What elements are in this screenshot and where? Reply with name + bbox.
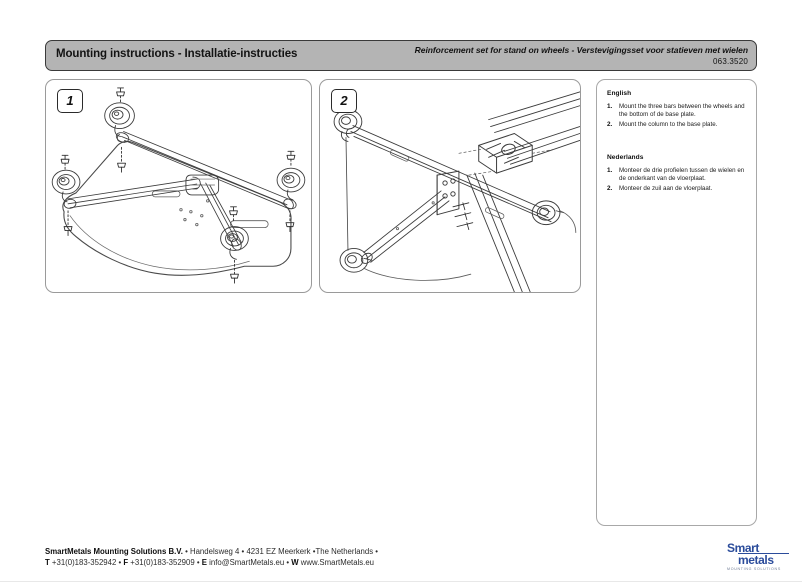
company-name: SmartMetals Mounting Solutions B.V.: [45, 547, 183, 556]
instructions-panel: English 1. Mount the three bars between …: [596, 79, 757, 526]
product-subtitle: Reinforcement set for stand on wheels - …: [414, 45, 748, 55]
instruction-item: 1. Monteer de drie profielen tussen de w…: [607, 167, 749, 183]
header-bar: Mounting instructions - Installatie-inst…: [45, 40, 757, 71]
web-label: W: [291, 558, 299, 567]
instructions-dutch: Nederlands 1. Monteer de drie profielen …: [607, 154, 749, 196]
logo-word-metals: metals: [738, 553, 789, 566]
fax-number: +31(0)183-352909 •: [128, 558, 202, 567]
page-title: Mounting instructions - Installatie-inst…: [56, 48, 298, 60]
phone-number: +31(0)183-352942 •: [49, 558, 124, 567]
footer-line-2: T +31(0)183-352942 • F +31(0)183-352909 …: [45, 557, 545, 568]
instruction-item: 2. Monteer de zuil aan de vloerplaat.: [607, 185, 749, 193]
instruction-item: 1. Mount the three bars between the whee…: [607, 103, 749, 119]
step-badge-1: 1: [57, 89, 83, 113]
logo-word-smart: Smart: [727, 541, 760, 555]
language-label-english: English: [607, 90, 632, 97]
instruction-number: 2.: [607, 121, 613, 129]
language-label-dutch: Nederlands: [607, 154, 644, 161]
instruction-text: Monteer de zuil aan de vloerplaat.: [619, 185, 713, 193]
header-right-group: Reinforcement set for stand on wheels - …: [415, 45, 748, 66]
instruction-number: 1.: [607, 167, 613, 174]
fax-label: F: [123, 558, 129, 567]
step-1-illustration: [51, 87, 306, 284]
footer-line-1: SmartMetals Mounting Solutions B.V. • Ha…: [45, 546, 545, 557]
diagram-panel-step-1: 1: [45, 79, 312, 293]
diagram-panel-step-2: 2: [319, 79, 581, 293]
instructions-english: English 1. Mount the three bars between …: [607, 90, 749, 132]
instruction-number: 2.: [607, 185, 613, 193]
step-badge-2: 2: [331, 89, 357, 113]
step-2-illustration: [333, 91, 580, 292]
email-address: info@SmartMetals.eu •: [206, 558, 292, 567]
instruction-item: 2. Mount the column to the base plate.: [607, 121, 749, 129]
email-label: E: [201, 558, 207, 567]
smartmetals-logo: Smart metals Mounting Solutions: [727, 541, 789, 571]
product-code: 063.3520: [713, 57, 748, 66]
footer-contact: SmartMetals Mounting Solutions B.V. • Ha…: [45, 546, 545, 568]
instruction-text: Mount the column to the base plate.: [619, 121, 718, 129]
instruction-text: Monteer de drie profielen tussen de wiel…: [619, 167, 745, 183]
instruction-text: Mount the three bars between the wheels …: [619, 103, 745, 119]
phone-label: T: [45, 558, 50, 567]
company-address: • Handelsweg 4 • 4231 EZ Meerkerk •The N…: [182, 547, 379, 556]
instruction-number: 1.: [607, 103, 613, 110]
website-url: www.SmartMetals.eu: [298, 558, 375, 567]
logo-tagline: Mounting Solutions: [727, 567, 781, 571]
